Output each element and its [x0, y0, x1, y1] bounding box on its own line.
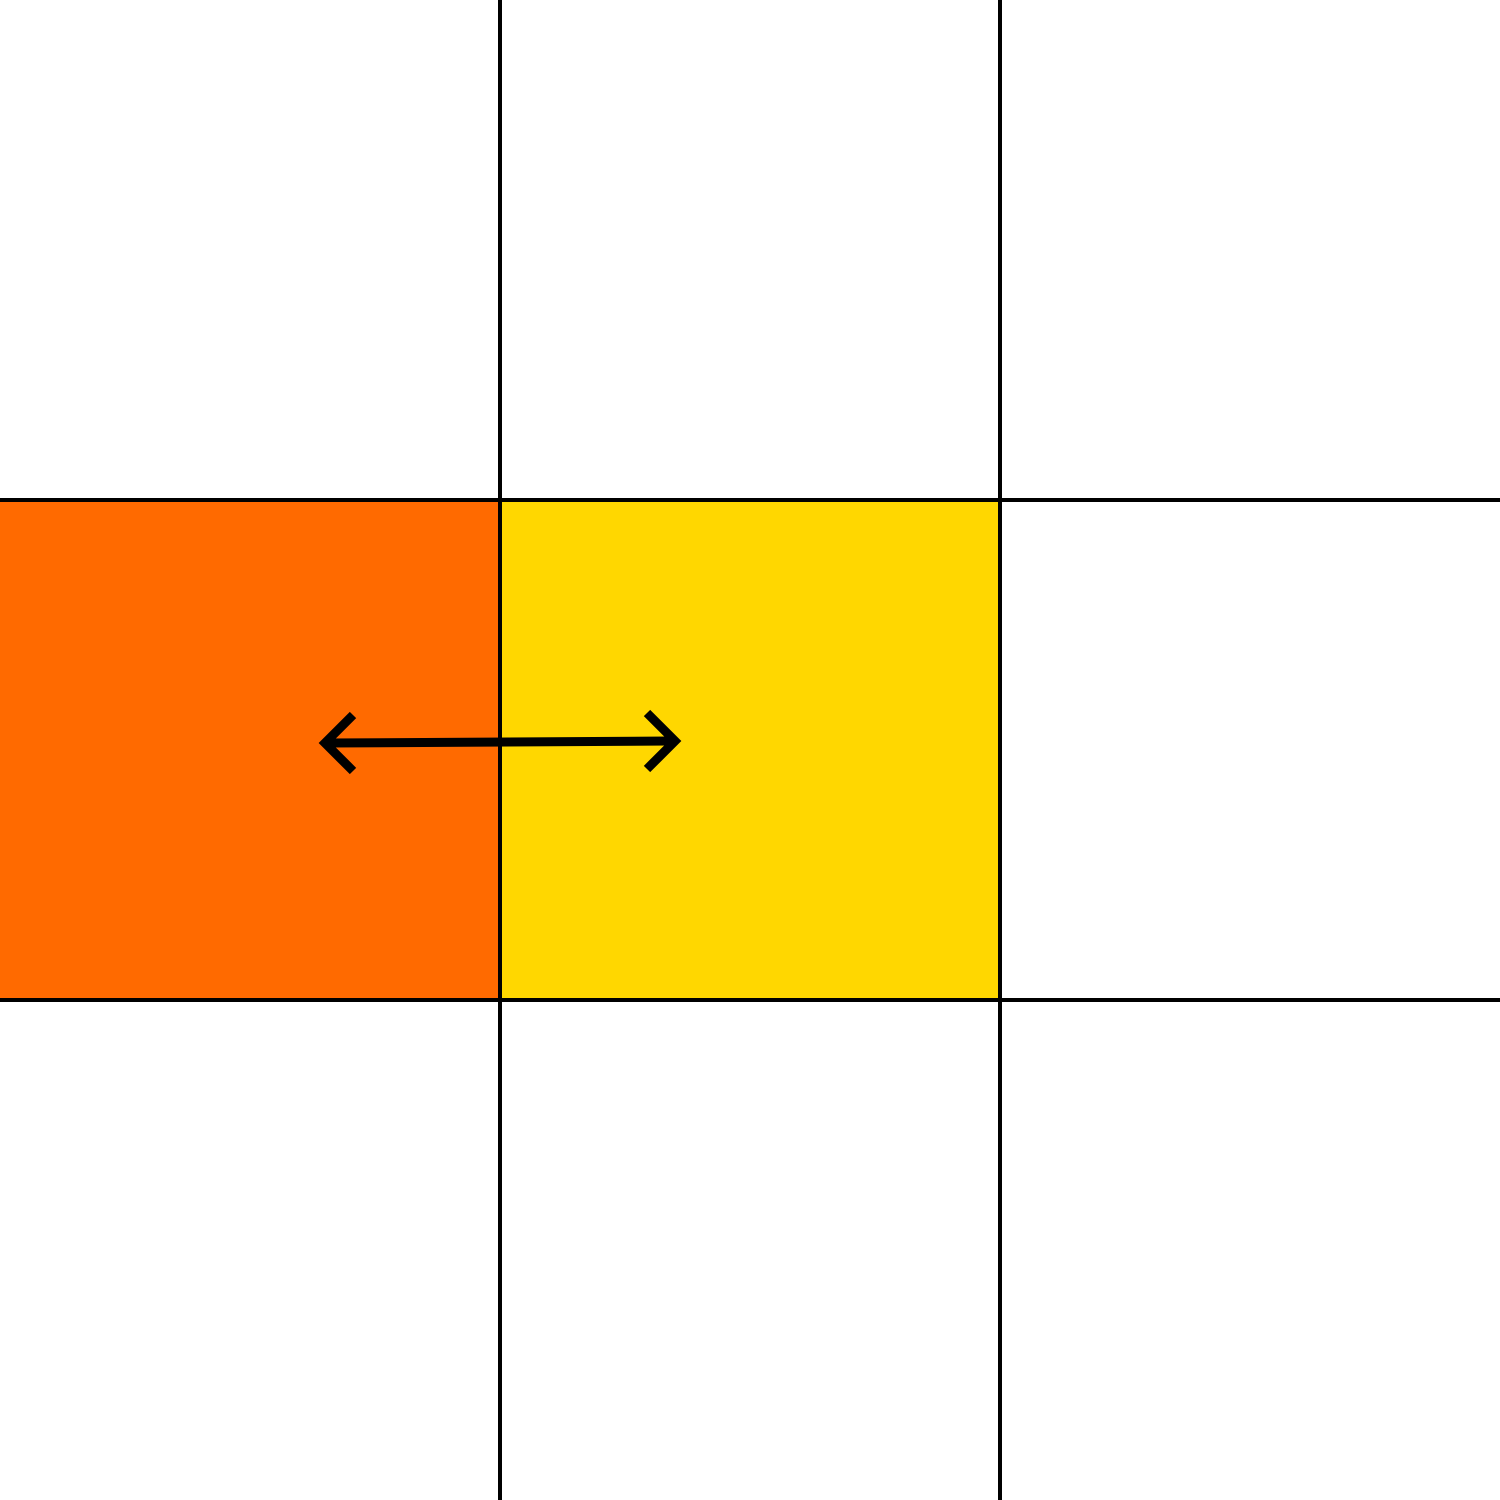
grid-cell-r1-c2[interactable] [1000, 500, 1500, 1000]
grid-cell-r2-c0[interactable] [0, 1000, 500, 1500]
grid-cell-r1-c0[interactable] [0, 500, 500, 1000]
grid-cell-r0-c2[interactable] [1000, 0, 1500, 500]
grid-cell-r2-c2[interactable] [1000, 1000, 1500, 1500]
grid-cell-r0-c0[interactable] [0, 0, 500, 500]
grid-cell-r0-c1[interactable] [500, 0, 1000, 500]
grid-cell-r1-c1[interactable] [500, 500, 1000, 1000]
grid-cell-r2-c1[interactable] [500, 1000, 1000, 1500]
